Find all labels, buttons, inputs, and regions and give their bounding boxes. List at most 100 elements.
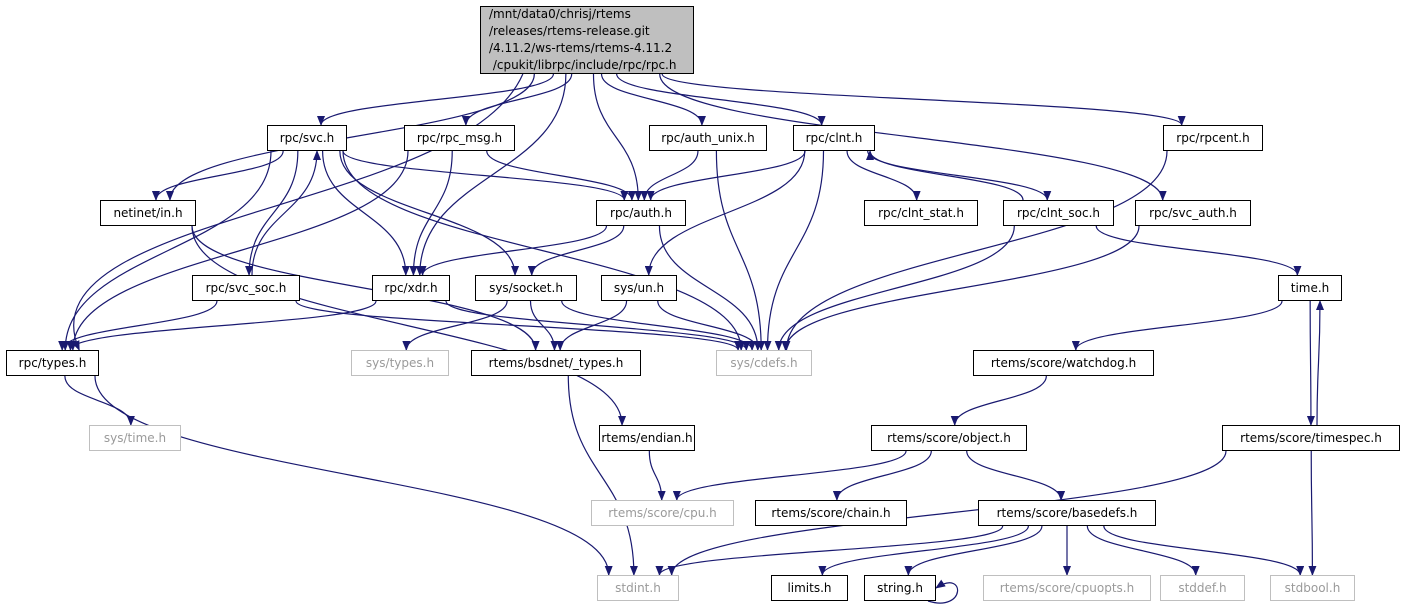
- edge-object-to-chain: [832, 450, 932, 501]
- edge-rpc_msg-to-xdr: [409, 150, 453, 276]
- node-time[interactable]: time.h: [1278, 275, 1342, 301]
- edge-root-to-rpc_msg: [461, 73, 573, 126]
- edge-timespec-to-stdint: [667, 450, 1227, 576]
- edge-basedefs-to-stdbool: [1103, 525, 1305, 576]
- edge-basedefs-to-stddef: [1086, 525, 1200, 576]
- edge-xdr-to-cdefs: [445, 300, 751, 351]
- edge-clnt_soc-to-cdefs: [774, 225, 1015, 351]
- edge-xdr-to-types: [66, 300, 377, 351]
- node-stddef: stddef.h: [1160, 575, 1245, 601]
- edge-root-to-netinet: [166, 73, 535, 201]
- edge-svc_auth-to-cdefs: [781, 225, 1140, 351]
- edge-rpcent-to-cdefs: [782, 150, 1168, 351]
- edge-rpc_msg-to-auth: [486, 150, 636, 201]
- edge-auth-to-socket: [527, 225, 625, 276]
- edge-root-to-xdr: [415, 73, 567, 276]
- edge-string-to-string: [927, 579, 959, 604]
- node-svc[interactable]: rpc/svc.h: [267, 125, 347, 151]
- edge-root-to-svc: [317, 73, 554, 126]
- edge-svc-to-cdefs: [342, 150, 746, 351]
- node-cpuopts: rtems/score/cpuopts.h: [983, 575, 1151, 601]
- node-cpu: rtems/score/cpu.h: [591, 500, 734, 526]
- edge-clnt-to-cdefs: [763, 150, 825, 351]
- edge-socket-to-cdefs: [561, 300, 757, 351]
- node-cdefs: sys/cdefs.h: [716, 350, 812, 376]
- node-timespec[interactable]: rtems/score/timespec.h: [1222, 425, 1400, 451]
- edge-socket-to-systypes: [402, 300, 508, 351]
- edge-root-to-clnt: [616, 73, 826, 126]
- edge-types-to-stdint: [94, 375, 613, 576]
- edge-endian-to-cpu: [648, 450, 666, 501]
- edge-watchdog-to-object: [950, 375, 1047, 426]
- node-clnt-stat[interactable]: rpc/clnt_stat.h: [864, 200, 978, 226]
- node-watchdog[interactable]: rtems/score/watchdog.h: [973, 350, 1154, 376]
- edge-root-to-auth: [592, 73, 643, 201]
- node-systypes: sys/types.h: [351, 350, 449, 376]
- node-limits[interactable]: limits.h: [771, 575, 848, 601]
- node-object[interactable]: rtems/score/object.h: [871, 425, 1027, 451]
- edge-timespec-to-time: [1315, 300, 1324, 426]
- node-root[interactable]: /mnt/data0/chrisj/rtems /releases/rtems-…: [480, 6, 694, 74]
- node-types[interactable]: rpc/types.h: [6, 350, 99, 376]
- edge-root-to-auth_unix: [600, 73, 706, 126]
- edge-svc_soc-to-types: [58, 300, 218, 351]
- node-auth[interactable]: rpc/auth.h: [596, 200, 686, 226]
- node-svc-soc[interactable]: rpc/svc_soc.h: [192, 275, 300, 301]
- node-basedefs[interactable]: rtems/score/basedefs.h: [978, 500, 1156, 526]
- edge-time-to-watchdog: [1071, 300, 1283, 351]
- node-stdint: stdint.h: [597, 575, 679, 601]
- edge-svc-to-xdr: [322, 150, 410, 276]
- node-endian[interactable]: rtems/endian.h: [599, 425, 695, 451]
- node-xdr[interactable]: rpc/xdr.h: [372, 275, 450, 301]
- node-stdbool: stdbool.h: [1270, 575, 1355, 601]
- node-auth-unix[interactable]: rpc/auth_unix.h: [649, 125, 767, 151]
- node-clnt[interactable]: rpc/clnt.h: [793, 125, 875, 151]
- node-un[interactable]: sys/un.h: [601, 275, 677, 301]
- edge-socket-to-bsdnet: [529, 300, 559, 351]
- edge-basedefs-to-stdint: [655, 525, 1004, 576]
- edge-time-to-timespec: [1306, 300, 1315, 426]
- edge-clnt-to-un: [644, 150, 806, 276]
- edge-rpc_msg-to-types: [68, 150, 409, 351]
- node-chain[interactable]: rtems/score/chain.h: [755, 500, 907, 526]
- edge-svc-to-svc_soc: [245, 150, 299, 276]
- edge-un-to-bsdnet: [556, 300, 628, 351]
- node-netinet[interactable]: netinet/in.h: [100, 200, 196, 226]
- edge-clnt-to-clnt_stat: [846, 150, 921, 201]
- edge-root-to-svc_auth: [659, 73, 1167, 201]
- edge-object-to-basedefs: [966, 450, 1066, 501]
- edge-clnt-to-auth: [646, 150, 806, 201]
- edge-object-to-cpu: [672, 450, 907, 501]
- edge-svc_soc-to-svc: [251, 150, 321, 276]
- edge-netinet-to-bsdnet: [191, 225, 540, 351]
- edge-auth-to-xdr: [418, 225, 608, 276]
- node-socket[interactable]: sys/socket.h: [475, 275, 577, 301]
- edge-svc-to-netinet: [151, 150, 284, 201]
- edge-svc_soc-to-cdefs: [295, 300, 742, 351]
- node-string[interactable]: string.h: [864, 575, 936, 601]
- edge-basedefs-to-limits: [818, 525, 1029, 576]
- edge-basedefs-to-string: [904, 525, 1043, 576]
- edge-timespec-to-stdbool: [1308, 450, 1317, 576]
- edge-netinet-to-endian: [191, 225, 627, 426]
- node-svc-auth[interactable]: rpc/svc_auth.h: [1135, 200, 1251, 226]
- node-rpcent[interactable]: rpc/rpcent.h: [1163, 125, 1263, 151]
- edge-clnt_soc-to-clnt: [866, 150, 1024, 201]
- edge-auth_unix-to-cdefs: [715, 150, 766, 351]
- node-bsdnet[interactable]: rtems/bsdnet/_types.h: [471, 350, 641, 376]
- edge-auth-to-cdefs: [658, 225, 762, 351]
- edge-clnt-to-clnt_soc: [867, 150, 1052, 201]
- edge-root-to-rpcent: [661, 73, 1186, 126]
- edge-types-to-systime: [64, 375, 135, 426]
- edge-svc-to-types: [61, 150, 272, 351]
- edge-bsdnet-to-stdint: [567, 375, 638, 576]
- edge-svc-to-auth: [342, 150, 629, 201]
- edge-svc-to-socket: [339, 150, 520, 276]
- edge-clnt_soc-to-time: [1095, 225, 1302, 276]
- edge-auth_unix-to-auth: [640, 150, 699, 201]
- node-rpc-msg[interactable]: rpc/rpc_msg.h: [404, 125, 515, 151]
- node-clnt-soc[interactable]: rpc/clnt_soc.h: [1003, 200, 1114, 226]
- node-systime: sys/time.h: [89, 425, 181, 451]
